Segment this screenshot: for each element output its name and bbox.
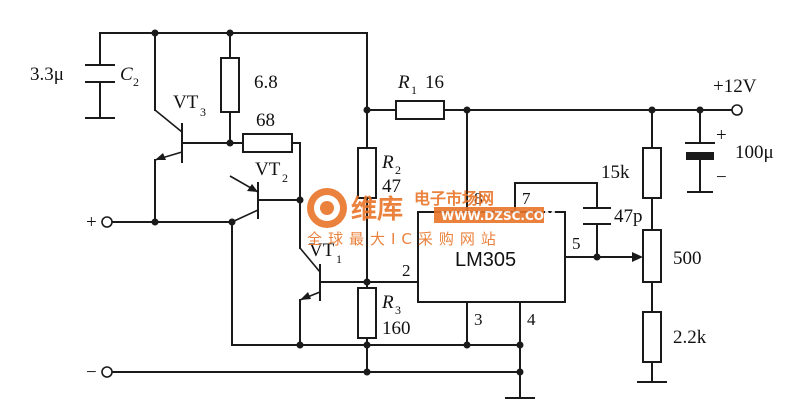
capacitor-c2 [85, 64, 115, 83]
minus-input-terminal [101, 366, 113, 378]
wiper-arrow [632, 252, 643, 262]
transistor-vt3 [154, 109, 183, 163]
minus-input-label: − [86, 362, 97, 383]
transistor-vt2 [229, 175, 259, 223]
r2-name: R [381, 152, 394, 173]
resistor-6-8 [220, 57, 240, 113]
potentiometer-500 [642, 229, 662, 283]
pin-4-label: 4 [527, 310, 536, 329]
pin-2-label: 2 [402, 261, 411, 280]
r3-name: R [381, 292, 394, 313]
r-6-8-value: 6.8 [254, 72, 278, 93]
ic-name: LM305 [455, 249, 516, 271]
watermark-url: WWW.DZSC.COM [441, 209, 556, 223]
vt1-sub: 1 [336, 252, 342, 266]
pin-3-label: 3 [474, 310, 483, 329]
c2-name: C [120, 64, 133, 85]
c2-value: 3.3μ [30, 64, 64, 85]
c-47p-value: 47p [614, 206, 643, 227]
c-100u-minus: − [716, 167, 727, 188]
capacitor-47p [583, 207, 611, 225]
junctions [151, 29, 704, 376]
r3-sub: 3 [395, 303, 401, 317]
supply-label: +12V [713, 76, 757, 97]
pin-5-label: 5 [572, 234, 581, 253]
vt3-sub: 3 [200, 105, 206, 119]
transistor-vt1 [299, 247, 321, 301]
c-100u-plus: + [716, 125, 727, 146]
watermark-brand2: 电子市场网 [414, 189, 494, 208]
r-68-value: 68 [256, 110, 275, 131]
pot-value: 500 [673, 248, 702, 269]
watermark: 维库 电子市场网 WWW.DZSC.COM 全球最大IC采购网站 [307, 188, 556, 248]
capacitor-100u [685, 142, 715, 160]
plus-input-terminal [101, 216, 113, 228]
supply-terminal [731, 104, 743, 116]
c-100u-value: 100μ [735, 142, 774, 163]
resistor-r3 [357, 287, 377, 339]
r1-name: R [397, 72, 410, 93]
r2-sub: 2 [395, 163, 401, 177]
pin-7-label: 7 [522, 189, 531, 208]
r2-value: 47 [382, 176, 401, 197]
resistor-15k [642, 147, 662, 199]
resistor-68 [242, 133, 293, 153]
watermark-brand: 维库 [351, 194, 403, 225]
r1-value: 16 [425, 72, 444, 93]
plus-input-label: + [86, 212, 97, 233]
watermark-slogan: 全球最大IC采购网站 [307, 230, 502, 248]
r3-value: 160 [382, 318, 411, 339]
vt2-sub: 2 [282, 171, 288, 185]
r1-sub: 1 [411, 83, 417, 97]
pin-8-label: 8 [474, 189, 483, 208]
r-15k-value: 15k [601, 162, 630, 183]
vt3-name: VT [173, 92, 199, 113]
resistor-r2 [357, 147, 377, 199]
vt1-name: VT [309, 240, 335, 261]
vt2-name: VT [255, 159, 281, 180]
resistor-2-2k [642, 311, 662, 363]
resistor-r1 [395, 100, 445, 120]
c2-sub: 2 [133, 75, 139, 89]
r-2-2k-value: 2.2k [673, 327, 707, 348]
